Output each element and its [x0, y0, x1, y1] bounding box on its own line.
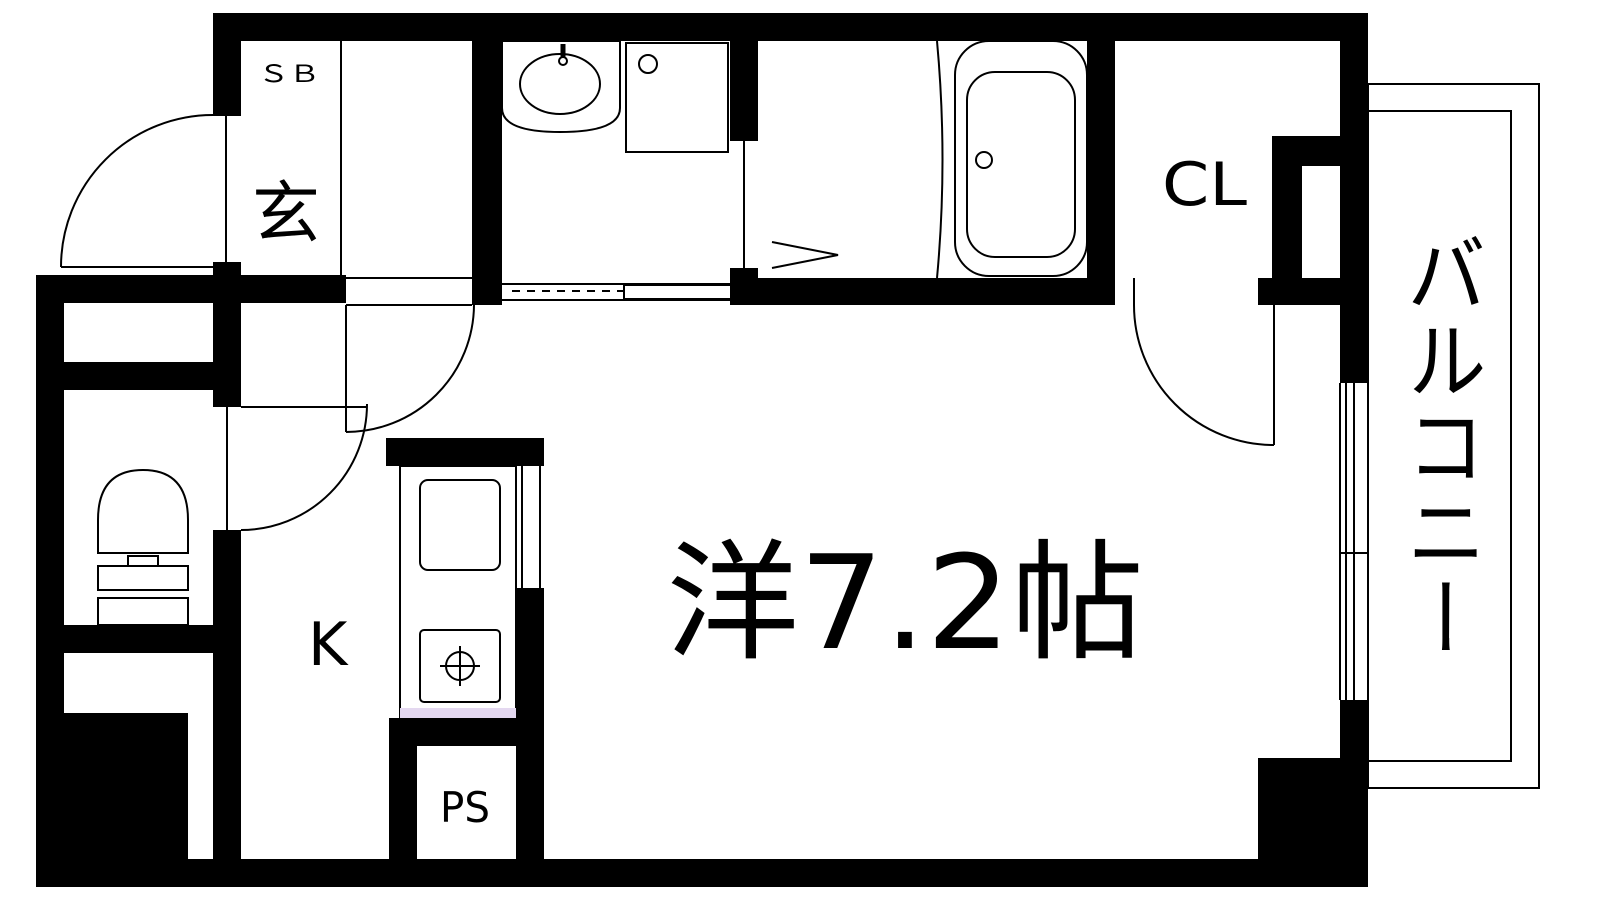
toilet-tank: [97, 597, 189, 626]
kitchen-label: K: [308, 610, 349, 680]
wall-bath-closet: [1087, 13, 1115, 305]
bathroom-wall-curve: [936, 40, 944, 279]
bathroom: [936, 40, 1088, 279]
entrance-label: 玄: [252, 175, 320, 254]
wall-entrance-left-top: [213, 13, 241, 115]
shoe-box-label: ＳＢ: [258, 60, 320, 88]
balcony-window: [1339, 383, 1369, 700]
wall-ps-left: [389, 718, 417, 887]
wash-basin-drain: [558, 56, 568, 66]
wall-washroom-bath-top: [730, 13, 758, 141]
toilet-seat-hinge: [127, 555, 159, 567]
washroom-sliding-panel: [623, 284, 741, 300]
wall-right-upper: [1340, 13, 1368, 383]
wash-basin-counter: [501, 40, 621, 134]
wall-toilet-floor: [36, 625, 241, 653]
toilet-bowl: [97, 468, 189, 554]
closet-door-swing: [1133, 304, 1275, 446]
hall-door: [345, 304, 475, 433]
kitchen-sink: [419, 479, 501, 571]
closet-label: CL: [1162, 150, 1248, 220]
wall-bath-bottom: [730, 278, 1115, 305]
room-label: 洋7.2帖: [666, 527, 1144, 679]
wall-hall-washroom: [472, 13, 502, 305]
balcony-label: バルコニー: [1394, 230, 1487, 660]
washroom: [501, 40, 839, 301]
hall-door-swing: [345, 304, 475, 433]
toilet-seat-base: [97, 565, 189, 591]
bath-folding-door: [771, 241, 839, 269]
wall-closet-bottom: [1258, 278, 1368, 305]
wall-ps-top: [389, 718, 544, 746]
solid-block-left: [36, 713, 188, 887]
pipe-space-label: PS: [440, 783, 490, 832]
balcony: [1367, 83, 1540, 789]
wall-closet-column: [1272, 136, 1302, 305]
kitchen-stove: [419, 629, 501, 703]
counter-edge-strip: [400, 708, 516, 718]
closet-door: [1133, 278, 1275, 446]
front-door-swing: [60, 114, 214, 268]
wall-bottom: [36, 859, 1368, 887]
bathtub-outer: [954, 40, 1088, 277]
wall-toilet-shelf: [36, 362, 241, 390]
solid-block-right: [1258, 758, 1368, 887]
washer-drain: [638, 54, 658, 74]
bathtub-inner: [966, 71, 1076, 258]
wall-toilet-right-bottom: [213, 530, 241, 887]
wall-kitchen-top: [386, 438, 544, 466]
wall-top: [213, 13, 1368, 41]
wall-toilet-top: [36, 275, 346, 303]
wall-washroom-bottom: [472, 278, 502, 305]
bathtub-drain: [975, 151, 993, 169]
walls: [36, 13, 1368, 887]
kitchen-counter: [399, 465, 541, 719]
balcony-inner: [1367, 110, 1512, 762]
toilet-door-swing: [240, 403, 368, 531]
entrance-area: [60, 41, 472, 279]
wash-basin-bowl: [519, 53, 601, 115]
washing-machine-space: [625, 42, 729, 153]
